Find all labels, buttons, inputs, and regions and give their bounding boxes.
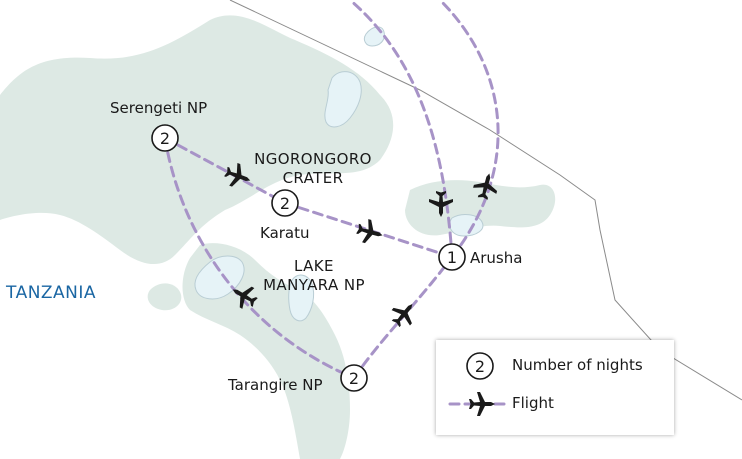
route-arusha-north-2 — [438, 0, 500, 259]
land-serengeti-region — [0, 15, 394, 265]
lake-arusha-small — [449, 214, 484, 237]
legend-nights-label: Number of nights — [512, 356, 643, 374]
legend-flight-label: Flight — [512, 394, 554, 412]
tarangire-nights: 2 — [349, 369, 359, 388]
numbered-circle-icon: 2 — [271, 189, 299, 217]
national-borders — [229, 0, 742, 401]
area-label-line: NGORONGORO — [254, 150, 372, 168]
area-label-line: MANYARA NP — [263, 276, 365, 294]
stop-markers: 2 2 1 2 — [151, 124, 466, 392]
water-bodies — [194, 26, 484, 322]
border-line-kenya — [229, 0, 742, 401]
numbered-circle-icon: 2 — [151, 124, 179, 152]
serengeti-nights: 2 — [160, 129, 170, 148]
place-label-arusha: Arusha — [470, 249, 523, 267]
numbered-circle-icon: 2 — [340, 364, 368, 392]
lake-manyara — [288, 274, 315, 322]
place-label-tarangire: Tarangire NP — [228, 376, 323, 394]
area-label-line: LAKE — [294, 257, 334, 275]
karatu-nights: 2 — [280, 194, 290, 213]
land-small-patch — [147, 283, 182, 311]
area-label-manyara: LAKE MANYARA NP — [254, 257, 374, 295]
arusha-nights: 1 — [447, 248, 457, 267]
map-legend: 2 Number of nights Flight — [436, 340, 674, 435]
lake-small-north — [363, 26, 385, 47]
place-label-karatu: Karatu — [260, 224, 310, 242]
route-serengeti-karatu — [163, 136, 287, 205]
legend-nights-sample: 2 — [475, 357, 485, 376]
route-serengeti-tarangire — [163, 136, 356, 380]
legend-symbols: 2 — [448, 352, 510, 416]
route-arusha-north-1 — [348, 0, 454, 259]
airplane-icon — [354, 217, 386, 247]
numbered-circle-icon: 1 — [438, 243, 466, 271]
airplane-icon — [469, 392, 495, 416]
numbered-circle-icon: 2 — [466, 352, 494, 380]
area-label-line: CRATER — [282, 169, 344, 187]
place-label-serengeti: Serengeti NP — [110, 99, 208, 117]
lake-north — [324, 71, 362, 128]
country-label: TANZANIA — [6, 283, 97, 303]
route-karatu-arusha — [283, 201, 454, 259]
area-label-ngorongoro: NGORONGORO CRATER — [248, 150, 378, 188]
